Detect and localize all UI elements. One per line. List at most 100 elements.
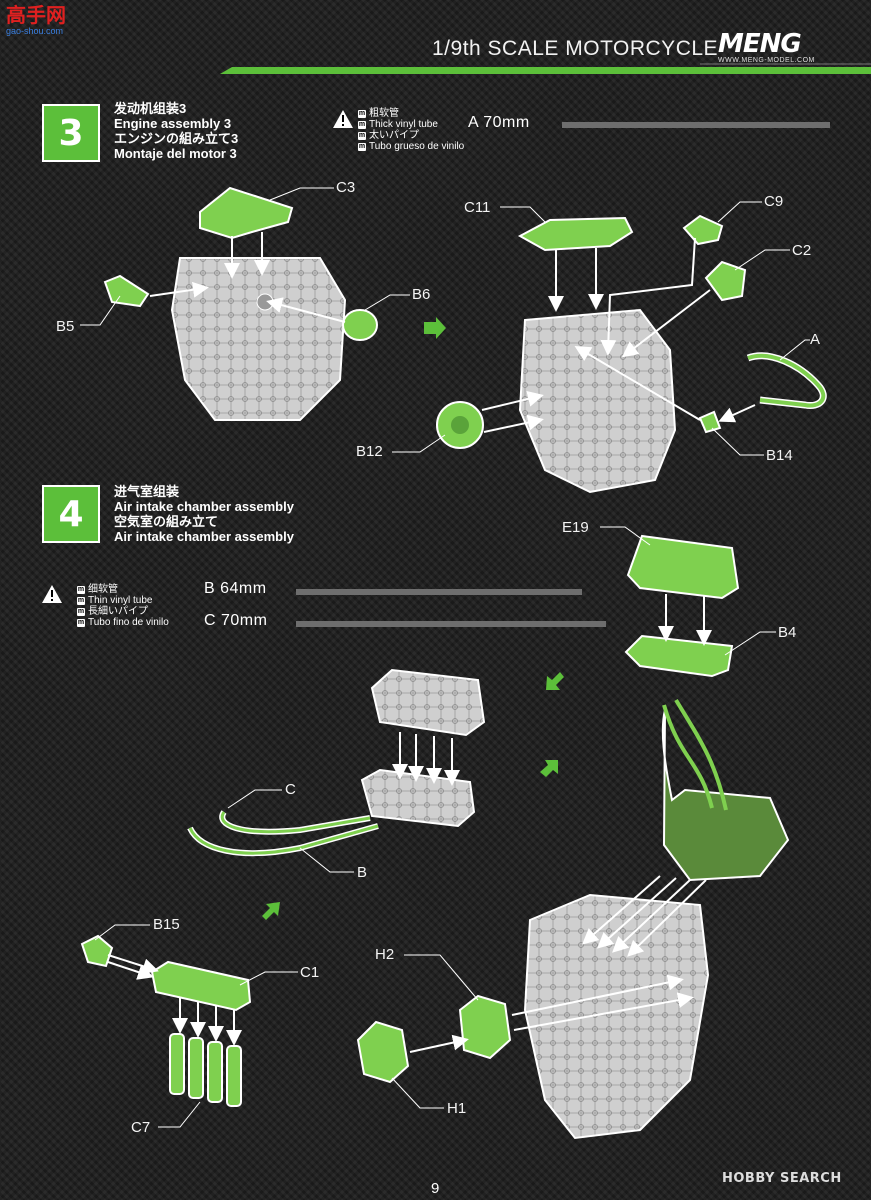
label-b6: B6 [412, 286, 431, 303]
part-c1 [150, 960, 252, 1012]
label-e19: E19 [562, 519, 589, 536]
material-icon: m [77, 607, 85, 616]
logo-text: MENG [718, 29, 802, 59]
engine-right [518, 308, 677, 494]
meng-logo: MENG WWW.MENG-MODEL.COM [718, 29, 830, 64]
step-3-title-zh: 发动机组装3 [114, 101, 187, 116]
chamber-to-engine-arrows [581, 875, 707, 957]
part-c2 [704, 260, 747, 302]
step-3-title-es: Montaje del motor 3 [114, 146, 237, 161]
part-b5 [103, 274, 150, 308]
label-h1: H1 [447, 1100, 467, 1117]
green-flow-arrow [424, 317, 446, 339]
visible-header-green-bar [220, 67, 871, 74]
step-3-number: 3 [42, 104, 100, 162]
material-icon: m [77, 618, 85, 627]
step-4-number: 4 [42, 485, 100, 543]
tube-b-length: B 64mm [204, 580, 267, 597]
part-h2 [458, 994, 512, 1060]
step-4-title-en: Air intake chamber assembly [114, 499, 294, 514]
label-c2: C2 [792, 242, 812, 259]
part-e19 [626, 534, 740, 600]
part-b4 [624, 634, 734, 678]
step-4-title-ja: 空気室の組み立て [114, 514, 219, 529]
warning-ja: 長細いパイプ [88, 606, 148, 617]
site-watermark: 高手网 gao-shou.com [6, 4, 76, 40]
chamber-arrows [392, 732, 460, 786]
green-flow-arrow [546, 672, 564, 690]
part-c11 [517, 216, 634, 252]
throttle-body-assembly [360, 768, 476, 828]
label-b-tube: B [357, 864, 368, 881]
step-3-title-en: Engine assembly 3 [114, 116, 232, 131]
part-b6 [342, 309, 378, 341]
material-icon: m [358, 120, 366, 129]
part-c3 [199, 186, 294, 240]
material-icon: m [77, 596, 85, 605]
warning-en: Thin vinyl tube [88, 595, 153, 606]
engine-left [170, 257, 347, 421]
label-c7: C7 [131, 1119, 151, 1136]
warning-es: Tubo fino de vinilo [88, 617, 169, 628]
material-icon: m [358, 142, 366, 151]
pump-arrows [409, 974, 694, 1053]
page-title: 1/9th SCALE MOTORCYCLE [432, 37, 719, 60]
intake-chamber-gray [370, 668, 486, 737]
tube-a-fill [747, 353, 826, 408]
step3-right-arrows [481, 237, 756, 433]
warning-zh: 粗软管 [369, 108, 399, 119]
material-icon: m [358, 131, 366, 140]
source-watermark: HOBBY SEARCH [722, 1171, 842, 1186]
tube-c-length: C 70mm [204, 612, 268, 629]
warning-icon [42, 585, 62, 603]
watermark-main: 高手网 [6, 3, 66, 27]
step-3-titles: 发动机组装3 Engine assembly 3 エンジンの組み立て3 Mont… [114, 101, 238, 161]
tube-b-fill [188, 824, 379, 855]
label-b14: B14 [766, 447, 793, 464]
warning-es: Tubo grueso de vinilo [369, 141, 465, 152]
label-c11: C11 [464, 199, 491, 216]
part-c7 [169, 1033, 242, 1107]
label-b12: B12 [356, 443, 383, 460]
part-b14 [698, 410, 722, 434]
label-c3: C3 [336, 179, 356, 196]
tube-c-fill [220, 811, 371, 834]
part-b15 [80, 934, 114, 968]
label-b4: B4 [778, 624, 797, 641]
warning-ja: 太いパイプ [369, 130, 419, 141]
label-c9: C9 [764, 193, 784, 210]
step-4-title-es: Air intake chamber assembly [114, 529, 294, 544]
step-3-title-ja: エンジンの組み立て3 [114, 131, 239, 146]
warning-en: Thick vinyl tube [369, 119, 438, 130]
logo-url: WWW.MENG-MODEL.COM [718, 57, 815, 64]
label-a: A [810, 331, 821, 348]
part-h1 [356, 1020, 410, 1084]
green-flow-arrow [262, 902, 280, 920]
label-b15: B15 [153, 916, 180, 933]
part-b12 [436, 401, 484, 449]
leader-lines [80, 187, 810, 1128]
step3-left-arrows [149, 232, 346, 323]
part-c9 [682, 214, 724, 246]
label-h2: H2 [375, 946, 395, 963]
engine-bottom [523, 893, 710, 1140]
material-icon: m [358, 109, 366, 118]
step4-top-arrows [658, 594, 712, 646]
injector-arrows [107, 954, 242, 1046]
step-4-title-zh: 进气室组装 [114, 484, 180, 499]
tube-a-length: A 70mm [468, 114, 530, 131]
intake-chamber-installed [661, 698, 790, 882]
green-flow-arrow [540, 760, 558, 777]
warning-icon [333, 110, 353, 128]
label-c-tube: C [285, 781, 296, 798]
warning-zh: 细软管 [88, 584, 118, 595]
step-4-titles: 进气室组装 Air intake chamber assembly 空気室の組み… [114, 484, 294, 544]
watermark-sub: gao-shou.com [6, 26, 64, 36]
material-icon: m [77, 585, 85, 594]
label-c1: C1 [300, 964, 320, 981]
page-number: 9 [431, 1180, 440, 1197]
label-b5: B5 [56, 318, 75, 335]
